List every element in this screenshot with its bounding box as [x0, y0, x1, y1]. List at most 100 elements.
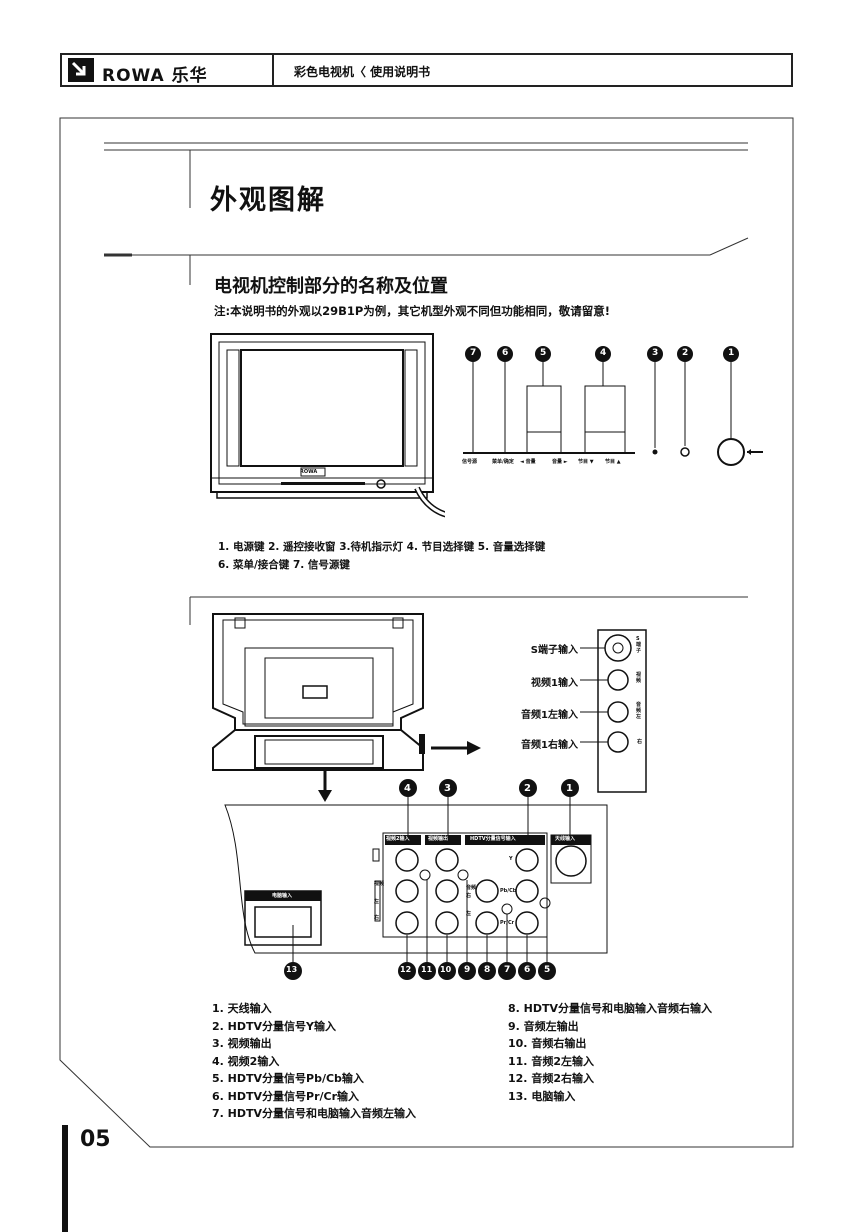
list-item: 10. 音频右输出 [508, 1037, 587, 1050]
front-tv-illustration [210, 333, 445, 518]
rear-num-2: 2 [524, 783, 531, 794]
side-tag-video: 视频 [374, 881, 385, 887]
rear-callout-6 [518, 962, 536, 980]
page-number: 05 [80, 1127, 111, 1152]
list-item: 8. HDTV分量信号和电脑输入音频右输入 [508, 1002, 713, 1015]
side-tag-left-2: 左 [374, 899, 380, 905]
rear-callout-10 [438, 962, 456, 980]
btn-label-vol-up: 音量 ► [552, 459, 568, 465]
callout-3-text: 3 [652, 348, 659, 358]
callout-1 [723, 346, 739, 362]
list-item: 11. 音频2左输入 [508, 1054, 594, 1068]
callout-6-text: 6 [502, 348, 509, 358]
rear-num-12: 12 [400, 965, 412, 974]
parts-list-right: 8. HDTV分量信号和电脑输入音频右输入 9. 音频左输出 10. 音频右输出… [508, 1000, 712, 1105]
list-item: 5. HDTV分量信号Pb/Cb输入 [212, 1072, 364, 1085]
rear-num-5: 5 [544, 965, 551, 975]
rear-callout-13 [284, 962, 302, 980]
side-tag-video: 视频 [636, 672, 642, 684]
list-item: 1. 天线输入 [212, 1002, 272, 1015]
group-label-antenna-in: 天线输入 [555, 836, 576, 842]
rear-callout-8 [478, 962, 496, 980]
rear-panel-detail [224, 779, 608, 980]
rear-num-3: 3 [444, 783, 451, 794]
list-item: 12. 音频2右输入 [508, 1072, 594, 1085]
vga-label: 电脑输入 [272, 893, 293, 899]
note-text: 注:本说明书的外观以29B1P为例，其它机型外观不同但功能相同，敬请留意! [214, 304, 611, 318]
callout-2 [677, 346, 693, 362]
rear-callout-1 [561, 779, 579, 797]
group-label-hdtv-in: HDTV分量信号输入 [470, 836, 516, 842]
btn-label-ch-up: 节目 ▲ [605, 459, 621, 465]
list-item: 2. HDTV分量信号Y输入 [212, 1019, 336, 1033]
side-tag-right: 右 [637, 739, 643, 745]
rowa-logo-icon [68, 58, 94, 82]
rear-num-7: 7 [504, 965, 511, 975]
rear-tv-illustration [212, 613, 481, 802]
btn-label-vol-down: ◄ 音量 [520, 459, 536, 465]
front-legend-line1: 1. 电源键 2. 遥控接收窗 3.待机指示灯 4. 节目选择键 5. 音量选择… [218, 541, 546, 553]
section-title: 外观图解 [210, 185, 326, 216]
group-label-video-out: 视频输出 [428, 836, 449, 842]
list-item: 7. HDTV分量信号和电脑输入音频左输入 [212, 1107, 417, 1120]
rear-callout-5 [538, 962, 556, 980]
callout-5 [535, 346, 551, 362]
rear-num-11: 11 [421, 965, 433, 974]
side-tag-right-2: 右 [374, 915, 380, 921]
callout-7-text: 7 [470, 348, 477, 358]
side-tag-svideo: S端子 [636, 636, 642, 654]
rear-num-6: 6 [524, 965, 531, 975]
rear-callout-3 [439, 779, 457, 797]
side-label-audio1-right: 音频1右输入 [521, 740, 578, 751]
callout-7 [465, 346, 481, 362]
callout-3 [647, 346, 663, 362]
callout-5-text: 5 [540, 348, 547, 358]
rear-num-13: 13 [286, 965, 298, 974]
subtitle: 电视机控制部分的名称及位置 [214, 276, 448, 297]
tv-front-logo: ROWA [300, 469, 318, 475]
callout-4-text: 4 [600, 348, 607, 358]
rear-callout-4 [399, 779, 417, 797]
front-legend-line2: 6. 菜单/接合键 7. 信号源键 [218, 559, 350, 571]
callout-1-text: 1 [728, 348, 735, 358]
rear-callout-7 [498, 962, 516, 980]
callout-6 [497, 346, 513, 362]
jack-tag-pr: Pr/Cr [500, 920, 515, 926]
side-tag-left-1: 左 [466, 911, 472, 917]
front-control-diagram [463, 346, 763, 466]
callout-4 [595, 346, 611, 362]
rear-num-8: 8 [484, 965, 491, 975]
btn-label-menu: 菜单/确定 [492, 459, 514, 465]
header-bar: ROWA 乐华 彩色电视机〈 使用说明书 [60, 53, 793, 87]
side-label-svideo: S端子输入 [530, 645, 578, 656]
side-jack-panel [580, 629, 647, 793]
rear-num-4: 4 [404, 783, 411, 794]
list-item: 3. 视频输出 [212, 1037, 272, 1050]
parts-list-left: 1. 天线输入 2. HDTV分量信号Y输入 3. 视频输出 4. 视频2输入 … [212, 1000, 416, 1123]
rear-num-9: 9 [464, 965, 471, 975]
jack-tag-y: Y [509, 856, 513, 862]
rear-callout-9 [458, 962, 476, 980]
rear-num-10: 10 [440, 965, 452, 974]
list-item: 9. 音频左输出 [508, 1019, 579, 1033]
list-item: 4. 视频2输入 [212, 1054, 280, 1068]
side-label-audio1-left: 音频1左输入 [521, 710, 578, 721]
brand-name: ROWA 乐华 [102, 66, 208, 86]
rear-callout-2 [519, 779, 537, 797]
side-tag-audio: 音频 [466, 885, 477, 891]
callout-2-text: 2 [682, 348, 689, 358]
rear-callout-11 [418, 962, 436, 980]
list-item: 13. 电脑输入 [508, 1089, 576, 1103]
side-tag-audio-left: 音频左 [636, 702, 642, 720]
jack-tag-pb: Pb/Cb [500, 888, 517, 894]
header-divider [272, 55, 274, 85]
side-tag-right-1: 右 [466, 893, 472, 899]
btn-label-source: 信号源 [462, 459, 478, 465]
group-label-video2-in: 视频2输入 [386, 836, 410, 842]
side-label-video1: 视频1输入 [531, 678, 578, 689]
rear-num-1: 1 [566, 783, 573, 794]
list-item: 6. HDTV分量信号Pr/Cr输入 [212, 1089, 360, 1103]
btn-label-ch-down: 节目 ▼ [578, 459, 594, 465]
document-title: 彩色电视机〈 使用说明书 [294, 65, 431, 79]
